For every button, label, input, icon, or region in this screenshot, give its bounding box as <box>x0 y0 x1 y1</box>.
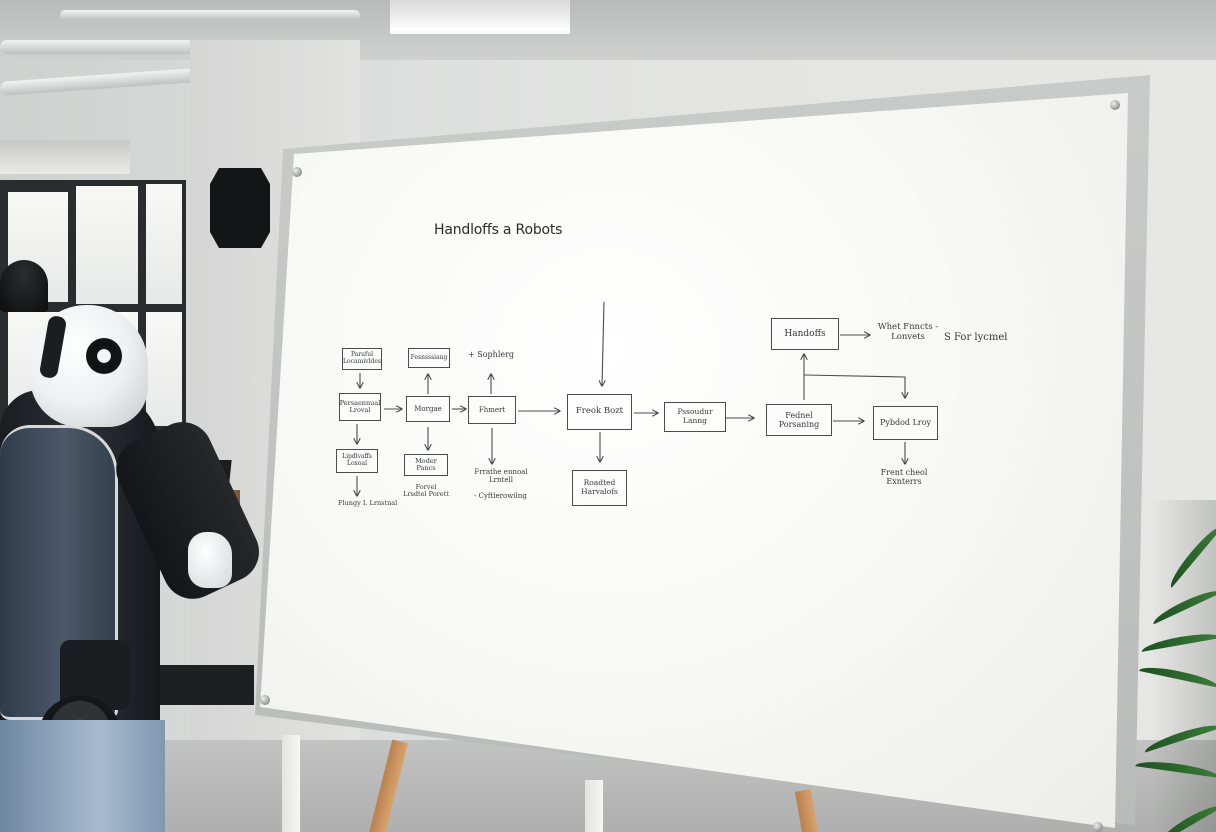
flowchart-box: Moder Pancs <box>404 454 448 476</box>
board-note: Whet Fnncts - Lonvets <box>877 322 939 342</box>
window-pane <box>76 186 138 304</box>
flowchart-box: Lipdlvaffs Loxoal <box>336 449 378 473</box>
box-label: Fhmert <box>478 405 506 414</box>
flowchart-box: Persaennual Lroval <box>339 393 381 421</box>
board-note: S For lycmel <box>944 332 1008 343</box>
flowchart-box: Fhmert <box>468 396 516 424</box>
box-label: Roadted Harvalofs <box>581 478 618 496</box>
flowchart-box: Fednel Porsaning <box>766 404 832 436</box>
easel-post <box>282 735 300 832</box>
board-note: Flungy I. Lrnstnal <box>338 499 398 507</box>
box-label: Pssoudur Lanng <box>677 407 713 425</box>
box-label: Paruful Locamivldes <box>343 351 381 365</box>
flowchart-box: Morgae <box>406 396 450 422</box>
plant-shadow <box>1150 500 1216 832</box>
flowchart-box: Roadted Harvalofs <box>572 470 627 506</box>
easel-post <box>585 780 603 832</box>
board-note: + Sophlerg <box>468 350 515 359</box>
board-screw <box>292 167 302 177</box>
box-label: Fesnsssiang <box>410 353 448 361</box>
robot-jeans <box>0 720 165 832</box>
box-label: Lipdlvaffs Loxoal <box>342 453 372 467</box>
board-note: Frrathe ennoal Lrntell <box>474 468 528 485</box>
window-pane <box>146 184 182 304</box>
box-label: Freok Bozt <box>575 406 624 417</box>
desk <box>150 665 254 705</box>
box-label: Moder Pancs <box>415 456 437 472</box>
flowchart-box: Freok Bozt <box>567 394 632 430</box>
box-label: Handoffs <box>784 328 826 339</box>
window-pane <box>146 312 182 426</box>
box-label: Fednel Porsaning <box>778 410 820 429</box>
flowchart-box: Pybdod Lroy <box>873 406 938 440</box>
ceiling-duct <box>0 40 200 54</box>
flowchart-box: Paruful Locamivldes <box>342 348 382 370</box>
board-note: Forvel Lrsdtel Porett <box>403 483 449 499</box>
whiteboard-surface <box>260 93 1128 828</box>
ceiling-light <box>390 0 570 34</box>
board-screw <box>1110 100 1120 110</box>
board-screw <box>1093 822 1103 832</box>
flowchart-box: Pssoudur Lanng <box>664 402 726 432</box>
ceiling-light-strip <box>0 140 130 174</box>
robot-eye-sensor <box>86 338 122 374</box>
box-label: Morgae <box>414 404 442 413</box>
flowchart-box: Fesnsssiang <box>408 348 450 368</box>
ceiling-duct <box>60 10 360 20</box>
board-note: - Cyftlerowilng <box>474 492 527 500</box>
box-label: Persaennual Lroval <box>339 398 381 414</box>
ceiling-duct <box>0 68 196 96</box>
pendant-lamp <box>0 260 48 312</box>
board-note: Frent cheol Exnterrs <box>880 468 928 487</box>
flowchart-box: Handoffs <box>771 318 839 350</box>
robot-hand <box>188 532 232 588</box>
board-screw <box>260 695 270 705</box>
board-title: Handloffs a Robots <box>434 222 563 238</box>
wall-plaque <box>210 168 270 248</box>
box-label: Pybdod Lroy <box>879 418 932 428</box>
